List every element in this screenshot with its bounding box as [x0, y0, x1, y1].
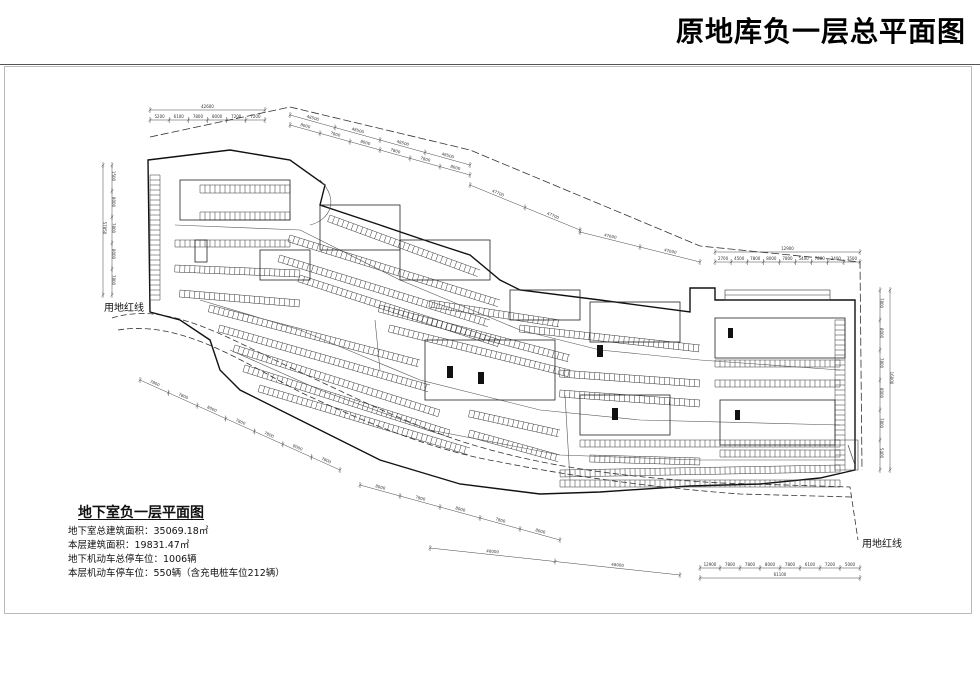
svg-text:7800: 7800	[321, 456, 333, 465]
svg-text:7800: 7800	[390, 147, 402, 155]
svg-text:7200: 7200	[250, 114, 261, 119]
svg-text:8000: 8000	[212, 114, 223, 119]
svg-text:7800: 7800	[725, 562, 736, 567]
svg-text:7800: 7800	[415, 494, 427, 502]
title-rule	[0, 64, 980, 65]
svg-text:7800: 7800	[235, 417, 247, 426]
svg-text:47700: 47700	[491, 188, 505, 198]
svg-text:7200: 7200	[825, 562, 836, 567]
svg-text:48500: 48500	[396, 139, 410, 147]
svg-text:57850: 57850	[102, 222, 107, 235]
svg-text:6100: 6100	[174, 114, 185, 119]
dimension-lines	[101, 107, 892, 581]
svg-text:7800: 7800	[420, 155, 432, 163]
svg-text:5200: 5200	[154, 114, 165, 119]
svg-text:8000: 8000	[111, 249, 116, 260]
notes-heading: 地下室负一层平面图	[78, 505, 204, 521]
svg-text:7200: 7200	[231, 114, 242, 119]
svg-text:8000: 8000	[450, 164, 462, 172]
property-boundary-top	[149, 106, 863, 471]
notes-line-total-parking: 地下机动车总停车位：1006辆	[68, 554, 197, 565]
red-line-label-right: 用地红线	[862, 539, 902, 550]
core-fill-accents	[447, 328, 740, 420]
svg-text:7800: 7800	[264, 430, 276, 439]
parking-stalls	[149, 174, 846, 488]
stair-cores	[179, 179, 846, 446]
svg-text:48500: 48500	[306, 114, 320, 122]
svg-text:7800: 7800	[785, 562, 796, 567]
svg-text:4500: 4500	[734, 256, 745, 261]
svg-text:7800: 7800	[745, 562, 756, 567]
svg-text:8000: 8000	[879, 328, 884, 339]
notes-line-total-area: 地下室总建筑面积：35069.18㎡	[68, 526, 209, 537]
svg-text:5400: 5400	[879, 448, 884, 459]
notes-line-floor-parking: 本层机动车停车位：550辆（含充电桩车位212辆）	[68, 568, 285, 579]
drive-aisles	[174, 179, 845, 481]
svg-text:8000: 8000	[292, 443, 304, 452]
svg-text:8000: 8000	[375, 483, 387, 491]
svg-text:5000: 5000	[845, 562, 856, 567]
svg-text:1500: 1500	[111, 171, 116, 182]
red-line-label-left: 用地红线	[104, 303, 144, 314]
svg-text:47600: 47600	[604, 232, 618, 240]
svg-text:12900: 12900	[704, 562, 717, 567]
drawing-frame	[4, 66, 972, 614]
svg-text:7800: 7800	[178, 392, 190, 401]
svg-text:8000: 8000	[766, 256, 777, 261]
svg-text:7800: 7800	[111, 275, 116, 286]
svg-text:8000: 8000	[360, 139, 372, 147]
svg-text:8000: 8000	[535, 527, 547, 535]
svg-text:42600: 42600	[201, 104, 214, 109]
svg-text:8000: 8000	[206, 404, 218, 413]
notes-line-floor-area: 本层建筑面积：19831.47㎡	[68, 540, 190, 551]
svg-text:61100: 61100	[774, 572, 787, 577]
svg-text:3500: 3500	[847, 256, 858, 261]
svg-text:7800: 7800	[330, 130, 342, 138]
page-title: 原地库负一层总平面图	[675, 15, 966, 48]
svg-text:12900: 12900	[781, 246, 794, 251]
svg-text:8000: 8000	[879, 388, 884, 399]
svg-text:16000: 16000	[889, 372, 894, 385]
svg-text:7800: 7800	[149, 379, 161, 388]
svg-text:8000: 8000	[765, 562, 776, 567]
svg-text:7800: 7800	[495, 516, 507, 524]
svg-text:7800: 7800	[193, 114, 204, 119]
svg-text:7800: 7800	[879, 298, 884, 309]
svg-text:7800: 7800	[111, 223, 116, 234]
svg-text:3400: 3400	[831, 256, 842, 261]
svg-text:48500: 48500	[351, 126, 365, 134]
dimension-text: 42600 5200 6100 7800 8000 7200 7200 48500 48500 4…	[102, 104, 894, 577]
svg-text:6100: 6100	[805, 562, 816, 567]
svg-text:47600: 47600	[664, 247, 678, 255]
svg-text:7800: 7800	[815, 256, 826, 261]
svg-text:5400: 5400	[799, 256, 810, 261]
svg-text:7800: 7800	[879, 358, 884, 369]
ramp-bottom-right	[845, 439, 859, 471]
svg-text:8000: 8000	[111, 197, 116, 208]
floor-notes: 地下室负一层平面图 地下室总建筑面积：35069.18㎡ 本层建筑面积：1983…	[68, 502, 285, 581]
svg-text:8000: 8000	[455, 505, 467, 513]
svg-text:48000: 48000	[486, 548, 500, 554]
svg-text:48500: 48500	[441, 151, 455, 159]
svg-text:7800: 7800	[782, 256, 793, 261]
ramp-top-right	[724, 289, 831, 301]
svg-text:48000: 48000	[611, 562, 625, 568]
svg-text:7800: 7800	[879, 418, 884, 429]
svg-text:7800: 7800	[750, 256, 761, 261]
building-outline	[147, 149, 856, 495]
svg-text:47700: 47700	[546, 211, 560, 221]
svg-text:2700: 2700	[718, 256, 729, 261]
svg-text:8000: 8000	[300, 122, 312, 130]
